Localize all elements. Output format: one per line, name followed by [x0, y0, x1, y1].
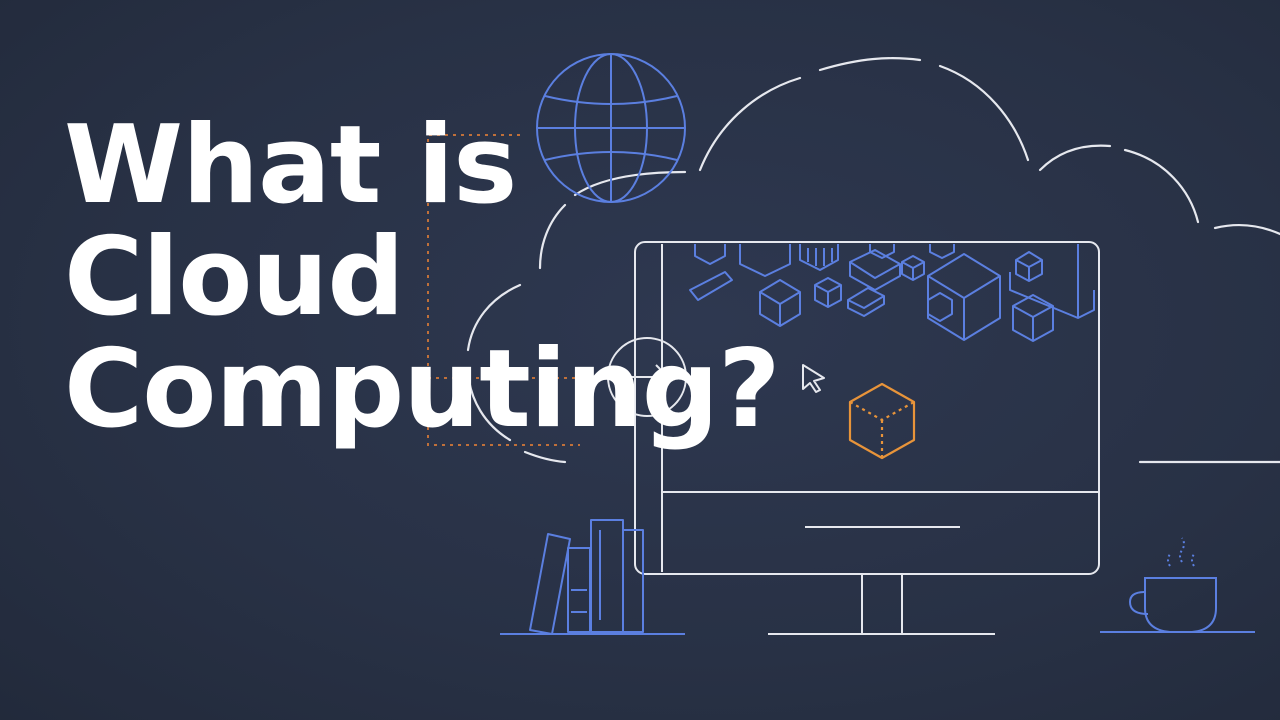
headline-line-1: What is: [64, 103, 517, 228]
container-blocks: [689, 244, 1095, 342]
dotted-connector: [427, 134, 608, 446]
books-icon: [500, 519, 685, 635]
globe-icon: [536, 53, 686, 203]
coffee-cup-icon: [1100, 537, 1255, 633]
headline-line-3: Computing?: [64, 327, 781, 452]
cursor-icon: [802, 364, 825, 393]
cube-icon: [848, 382, 916, 460]
arrow-circle-icon: [607, 337, 687, 417]
headline-line-2: Cloud: [64, 215, 405, 340]
headline: What is Cloud Computing?: [64, 103, 781, 452]
monitor-icon: [634, 241, 1100, 635]
